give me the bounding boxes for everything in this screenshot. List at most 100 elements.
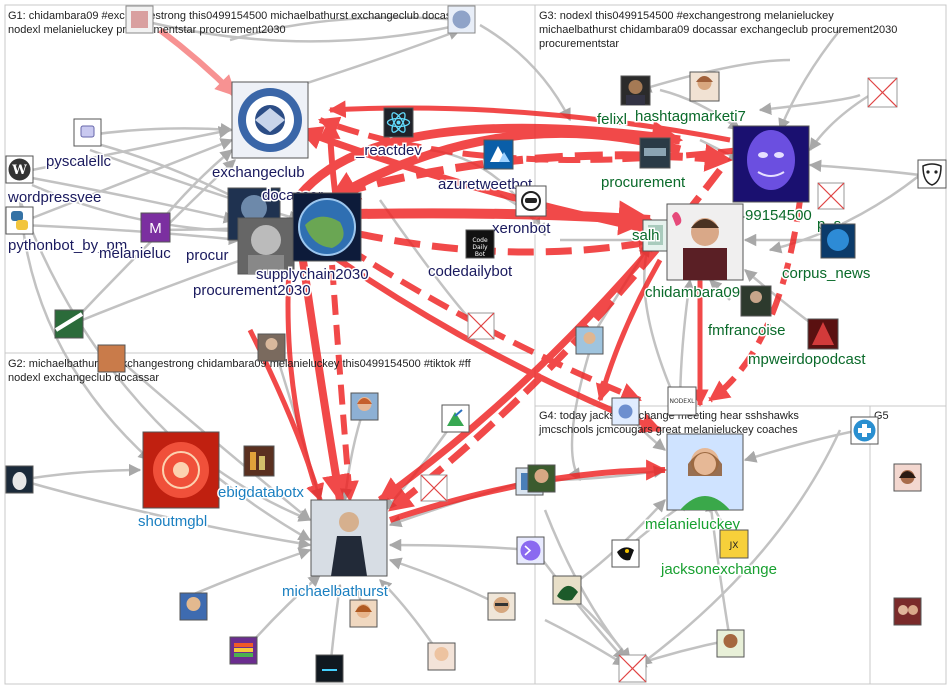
label-procurement2030: procurement2030 (193, 282, 311, 299)
label-fmfrancoise: fmfrancoise (708, 322, 786, 339)
label-corpus-news: corpus_news (782, 265, 870, 282)
node-procurement[interactable] (639, 137, 671, 169)
svg-text:W: W (11, 163, 27, 178)
node-michaelbathurst[interactable] (310, 499, 388, 577)
label-mpweirdopodcast: mpweirdopodcast (748, 351, 866, 368)
terminal-icon[interactable] (516, 536, 545, 565)
node-salh[interactable] (642, 219, 669, 252)
svg-text:JX: JX (729, 541, 739, 551)
node-g2-small-pin[interactable] (611, 397, 640, 426)
group-box-g2 (4, 352, 536, 685)
node-avatar-felixl[interactable] (620, 75, 651, 106)
node-g2-avatar-man[interactable] (179, 592, 208, 621)
node-g2-avatar-tux[interactable] (5, 465, 34, 494)
python-logo-icon[interactable] (5, 206, 34, 235)
svg-text:Daily: Daily (472, 244, 488, 251)
wordpress-logo-icon[interactable]: W (5, 155, 34, 184)
label-michaelbathurst: michaelbathurst (282, 583, 389, 600)
label-pyscalellc: pyscalellc (46, 153, 112, 170)
group-titles: G1: chidambara09 #exchangestrong this049… (8, 10, 897, 436)
label-felixl: felixl (597, 111, 627, 128)
node-g4-broken (618, 654, 647, 683)
broken-image-icon (467, 312, 495, 340)
label-melanieluckey: melanieluckey (645, 516, 741, 533)
react-logo-icon[interactable] (383, 107, 414, 138)
node-avatar-g1-bottom[interactable] (257, 333, 286, 362)
node-procurement2030[interactable] (292, 192, 362, 262)
medical-cross-icon[interactable] (850, 416, 879, 445)
node-shoutmgbl[interactable] (142, 431, 220, 509)
node-this0499154500[interactable] (732, 125, 810, 203)
label-shoutmgbl: shoutmgbl (138, 513, 207, 530)
node-g2-avatar-man-glasses[interactable] (487, 592, 516, 621)
label-procur: procur (186, 247, 229, 264)
group-title-g3-line3: procurementstar (539, 38, 619, 50)
label-reactdev: _reactdev (355, 142, 422, 159)
group-title-g4-line2: jmcschools jcmcougars great melanielucke… (538, 424, 798, 436)
group-title-g3: G3: nodexl this0499154500 #exchangestron… (539, 10, 834, 22)
node-g2-avatar-woman-1[interactable] (350, 392, 379, 421)
svg-text:Code: Code (472, 237, 488, 244)
svg-text:M: M (149, 220, 162, 237)
label-supplychain2030: supplychain2030 (256, 266, 369, 283)
node-g2-rainbow[interactable] (229, 636, 258, 665)
label-procurement: procurement (601, 174, 686, 191)
node-g5-avatar-1[interactable] (893, 463, 922, 492)
label-xeronbot: xeronbot (492, 220, 551, 237)
node-sch-logo[interactable] (54, 309, 84, 339)
node-g4-avatar-1[interactable] (527, 464, 556, 493)
group-title-g2: G2: michaelbathurst #exchangestrong chid… (8, 358, 472, 370)
label-melanieluc-g1: melanieluc (99, 245, 171, 262)
node-g5-avatar-2[interactable] (893, 597, 922, 626)
node-g3-broken-1 (867, 77, 898, 108)
group-box-g5 (869, 405, 947, 685)
node-top-small-1[interactable] (125, 5, 154, 34)
label-codedailybot: codedailybot (428, 263, 513, 280)
node-fmfrancoise[interactable] (740, 285, 772, 317)
cougar-logo-icon[interactable] (552, 575, 582, 605)
node-mpweirdopodcast[interactable] (807, 318, 839, 350)
hawkeye-logo-icon[interactable] (611, 539, 640, 568)
node-melanieluc-g1[interactable]: M (140, 212, 171, 243)
node-nodexl-small[interactable]: NODEXL (667, 386, 697, 416)
node-g2-broken (420, 474, 448, 502)
node-small-g2-top[interactable] (97, 344, 126, 373)
node-p_s[interactable] (817, 182, 845, 210)
node-g2-avatar-woman-3[interactable] (427, 642, 456, 671)
node-exchangeclub[interactable] (231, 81, 309, 159)
node-g2-avatar-woman-2[interactable] (349, 599, 378, 628)
node-g2-dark-square[interactable] (315, 654, 344, 683)
robot-icon[interactable] (515, 185, 547, 217)
label-pythonbot: pythonbot_by_pm (8, 237, 127, 254)
node-pyscalellc[interactable] (73, 118, 102, 147)
node-g4-yellow-logo[interactable]: JX (719, 529, 749, 559)
azure-logo-icon[interactable] (483, 139, 514, 170)
label-salh: salh (632, 227, 660, 244)
label-chidambara09: chidambara09 (645, 284, 740, 301)
node-g2-logo-bird[interactable] (441, 404, 470, 433)
node-codedailybot[interactable]: Code Daily Bot (465, 229, 495, 259)
group-title-g2-line2: nodexl exchangeclub docassar (8, 372, 159, 384)
node-chidambara09[interactable] (666, 203, 744, 281)
group-title-g3-line2: michaelbathurst chidambara09 docassar ex… (539, 24, 897, 36)
node-ebigdatabotx[interactable] (243, 445, 275, 477)
node-corpus-news[interactable] (820, 223, 856, 259)
node-top-small-2[interactable] (447, 5, 476, 34)
label-exchangeclub: exchangeclub (212, 164, 305, 181)
node-supplychain2030[interactable] (237, 217, 295, 275)
group-title-g1: G1: chidambara09 #exchangestrong this049… (8, 10, 467, 22)
svg-text:NODEXL: NODEXL (669, 398, 695, 405)
nodes: exchangeclub pyscalellc W wordpressvee p… (5, 5, 947, 683)
node-g3-avatar-left[interactable] (575, 326, 604, 355)
label-jacksonexchange: jacksonexchange (660, 561, 777, 578)
label-azuretweetbot: azuretweetbot (438, 176, 533, 193)
label-wordpressvee: wordpressvee (7, 189, 101, 206)
mask-icon[interactable] (917, 159, 947, 189)
group-title-g4: G4: today jacksonexchange meeting hear s… (539, 410, 799, 422)
node-melanieluckey[interactable] (666, 433, 744, 511)
svg-text:Bot: Bot (475, 251, 486, 258)
node-g4-avatar-2[interactable] (716, 629, 745, 658)
label-ebigdatabotx: ebigdatabotx (218, 484, 304, 501)
node-avatar-hashtagmarketi7[interactable] (689, 71, 720, 102)
